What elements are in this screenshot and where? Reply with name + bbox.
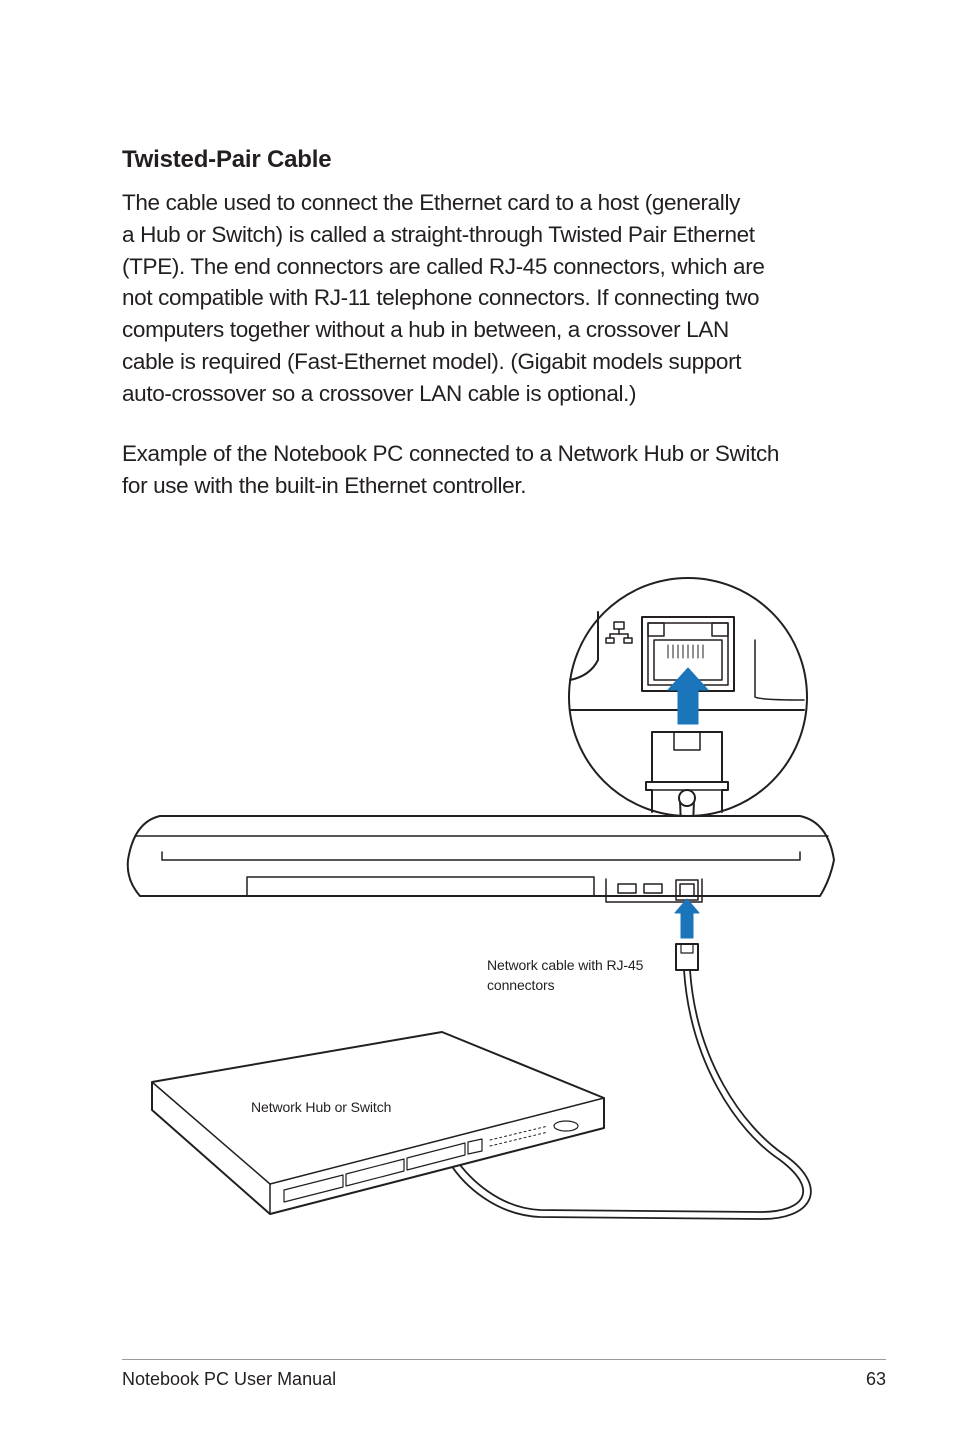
paragraph-line: cable is required (Fast-Ethernet model).…: [122, 348, 742, 374]
example-paragraph: Example of the Notebook PC connected to …: [122, 438, 842, 502]
network-hub-switch: [151, 1031, 605, 1215]
notebook-pc-rear: [126, 815, 835, 903]
paragraph-line: Example of the Notebook PC connected to …: [122, 441, 780, 466]
network-cable: [448, 969, 812, 1220]
section-heading: Twisted-Pair Cable: [122, 146, 332, 173]
network-connection-illustration: [126, 577, 835, 1220]
paragraph-line: for use with the built-in Ethernet contr…: [122, 472, 527, 498]
cable-caption: Network cable with RJ-45 connectors: [487, 957, 644, 993]
network-icon: [605, 621, 633, 644]
description-paragraph: The cable used to connect the Ethernet c…: [122, 187, 842, 410]
hub-caption: Network Hub or Switch: [251, 1099, 392, 1115]
footer-divider: [122, 1359, 886, 1360]
page-number: 63: [865, 1369, 886, 1389]
footer-manual-title: Notebook PC User Manual: [122, 1369, 337, 1389]
paragraph-line: auto-crossover so a crossover LAN cable …: [122, 380, 637, 406]
insert-arrow-large: [667, 667, 709, 725]
paragraph-line: computers together without a hub in betw…: [122, 317, 729, 343]
paragraph-line: The cable used to connect the Ethernet c…: [122, 190, 740, 215]
usb-icon: [617, 883, 663, 894]
paragraph-line: a Hub or Switch) is called a straight-th…: [122, 221, 755, 247]
rj45-plug: [675, 943, 699, 971]
paragraph-line: (TPE). The end connectors are called RJ-…: [122, 253, 765, 279]
paragraph-line: not compatible with RJ-11 telephone conn…: [122, 285, 760, 311]
insert-arrow-small: [674, 898, 700, 939]
